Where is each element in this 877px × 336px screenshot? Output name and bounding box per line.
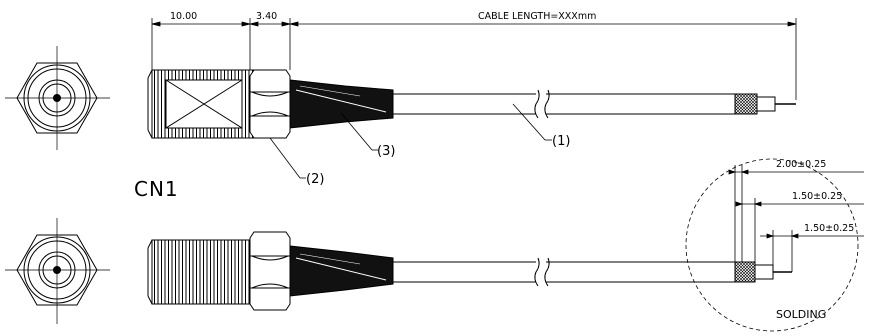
- detail-label: SOLDING: [776, 308, 826, 321]
- side-view-top: [147, 69, 796, 139]
- dimension-10-label: 10.00: [170, 11, 197, 22]
- connector-id-label: CN1: [134, 177, 179, 201]
- top-dimension-lines: [151, 18, 797, 100]
- strip-dimension-2-label: 1.50±0.25: [792, 191, 842, 202]
- strip-dimension-1-label: 2.00±0.25: [776, 159, 826, 170]
- callout-sleeve: (3): [377, 144, 395, 159]
- callout-cable: (1): [552, 134, 570, 149]
- cable-length-label: CABLE LENGTH=XXXmm: [478, 11, 596, 22]
- strip-dimension-lines: [728, 165, 864, 272]
- strip-dimension-3-label: 1.50±0.25: [804, 223, 854, 234]
- detail-circle: [685, 158, 859, 332]
- side-view-bottom: [147, 231, 792, 311]
- front-view-bottom: [5, 218, 110, 324]
- callout-nut: (2): [306, 172, 324, 187]
- front-view-top: [5, 46, 110, 150]
- dimension-3-40-label: 3.40: [256, 11, 277, 22]
- callout-leaders: [269, 103, 552, 179]
